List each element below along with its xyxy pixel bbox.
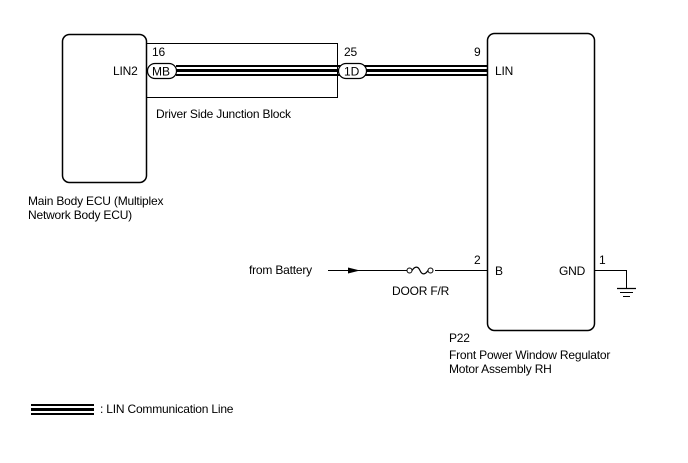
- arrow-icon: [348, 267, 360, 274]
- pin-lin-number: 9: [474, 45, 481, 59]
- fuse-label: DOOR F/R: [392, 284, 450, 298]
- fuse-icon: [405, 266, 434, 275]
- connector-1d: 1D: [337, 62, 368, 80]
- connector-mb-pin: 16: [152, 45, 165, 59]
- main-body-ecu-box: [61, 33, 148, 184]
- main-body-ecu-label-line2: Network Body ECU): [28, 208, 132, 222]
- window-regulator-box: [486, 32, 596, 332]
- pin-gnd-number: 1: [599, 253, 606, 267]
- legend-lin-line-symbol: [31, 404, 94, 415]
- legend-text: : LIN Communication Line: [100, 402, 234, 416]
- pin-gnd-name: GND: [559, 264, 586, 278]
- ground-icon: [594, 270, 636, 297]
- pin-b-number: 2: [474, 253, 481, 267]
- junction-block-label: Driver Side Junction Block: [156, 107, 292, 121]
- main-body-ecu-pin-lin2: LIN2: [113, 64, 138, 78]
- window-regulator-label-line1: Front Power Window Regulator: [449, 348, 610, 362]
- pin-b-name: B: [495, 264, 503, 278]
- from-battery-label: from Battery: [249, 263, 312, 277]
- connector-1d-pin: 25: [344, 45, 357, 59]
- connector-mb-code: MB: [152, 65, 170, 79]
- lin-communication-wire: [176, 65, 487, 76]
- main-body-ecu-label-line1: Main Body ECU (Multiplex: [28, 194, 163, 208]
- pin-lin-name: LIN: [495, 64, 513, 78]
- connector-1d-code: 1D: [344, 65, 360, 79]
- window-regulator-connector-id: P22: [449, 331, 470, 345]
- battery-wire: [328, 267, 487, 274]
- connector-mb: MB: [146, 62, 178, 80]
- window-regulator-label-line2: Motor Assembly RH: [449, 362, 552, 376]
